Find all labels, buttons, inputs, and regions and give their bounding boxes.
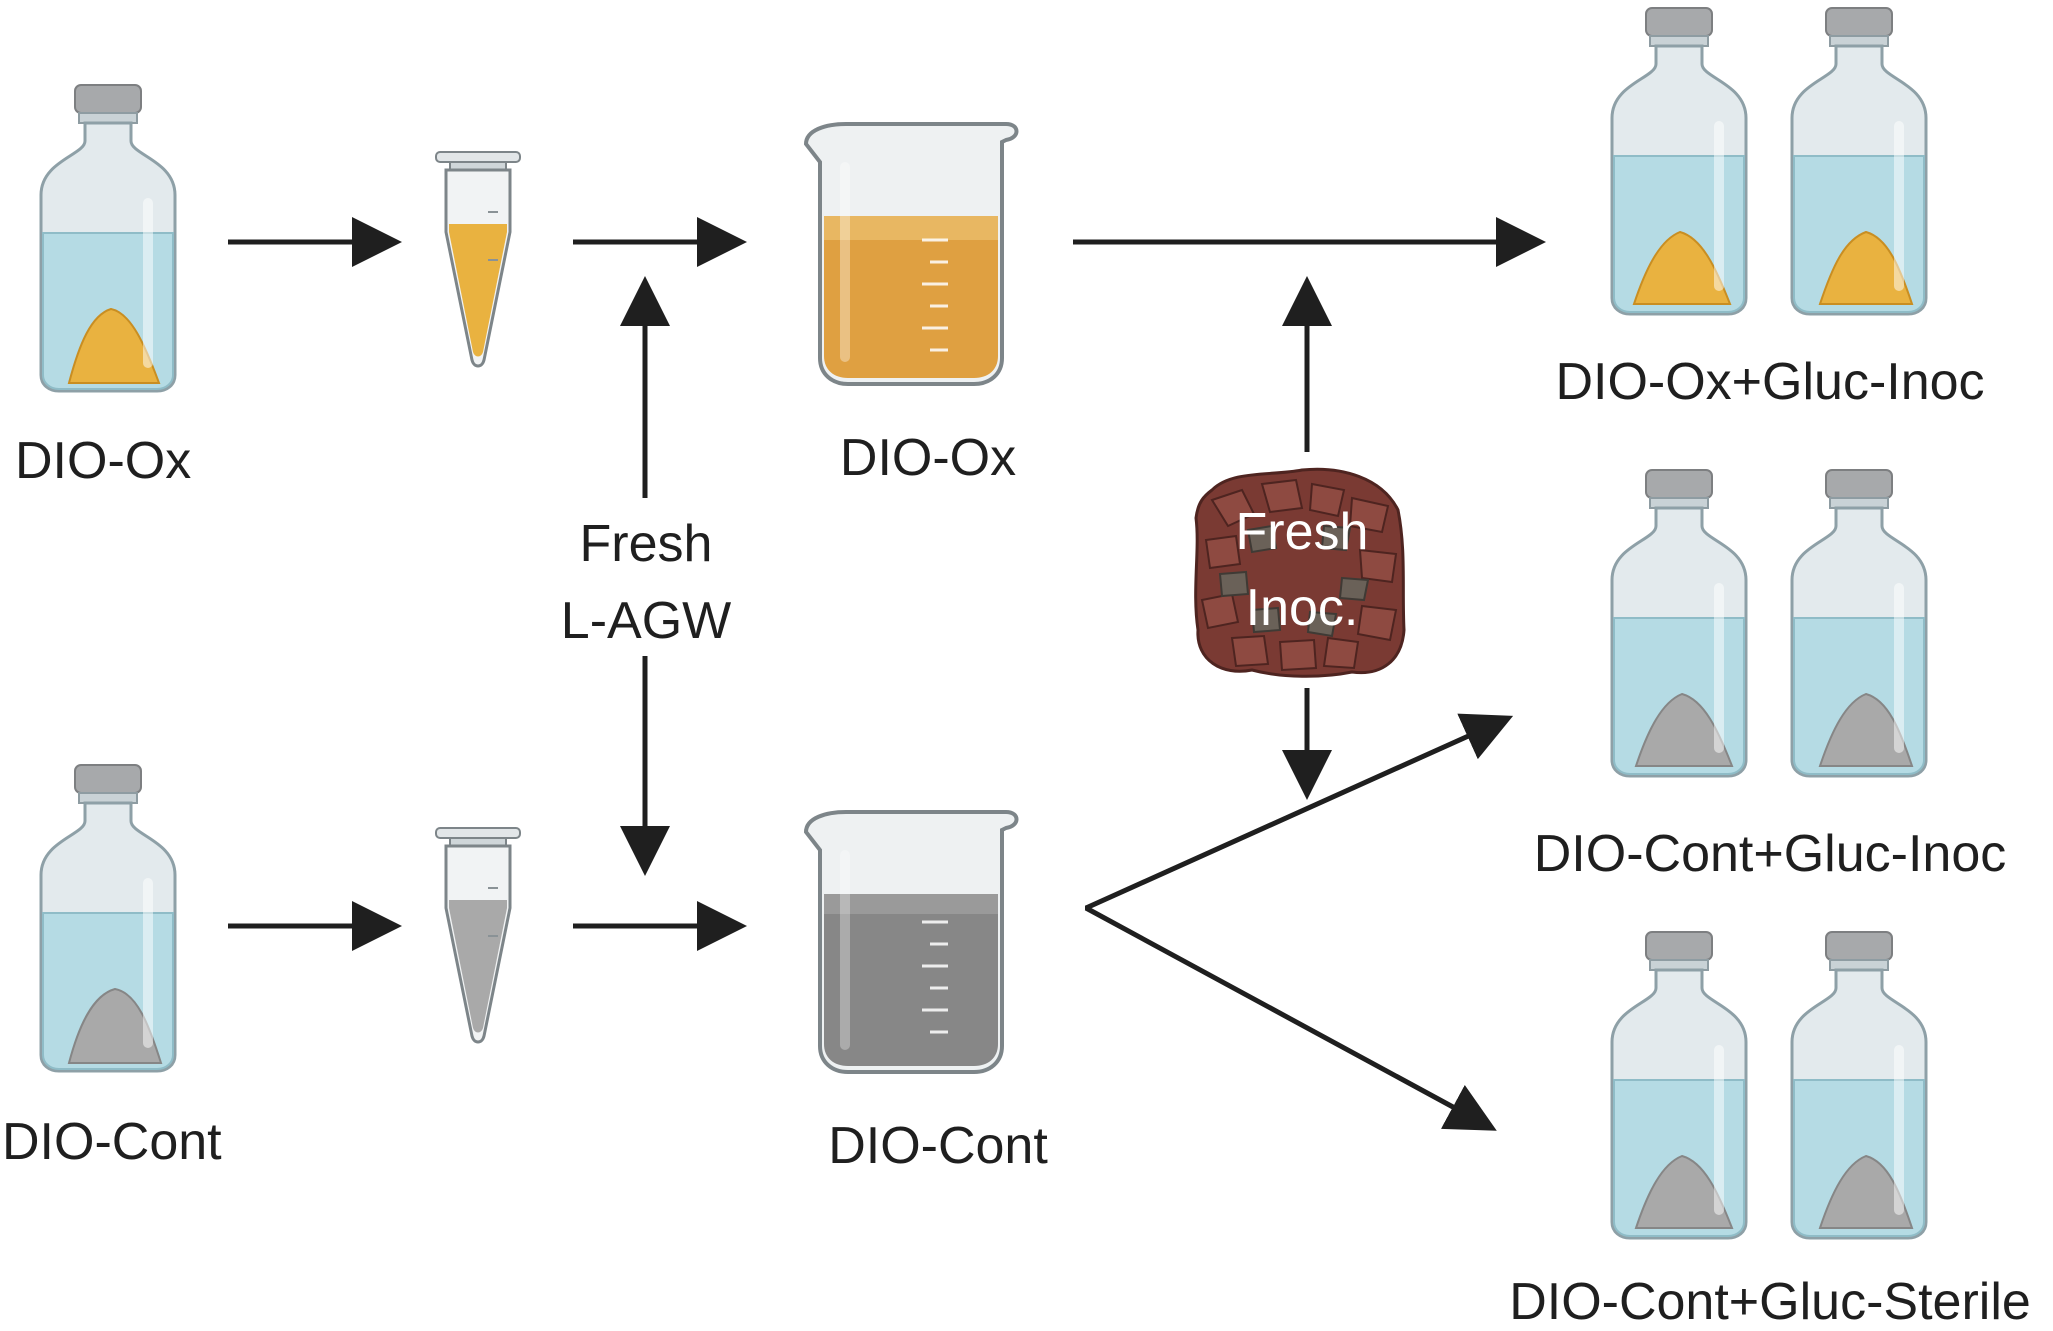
label-fresh-lagw-line2: L-AGW (560, 592, 732, 650)
bottle-dio-cont-source (39, 763, 177, 1073)
arrow-cont-to-gluc-inoc (1084, 713, 1514, 911)
tube-dio-ox (435, 151, 521, 368)
result-bottle-ox-2 (1790, 6, 1928, 316)
label-beaker-dio-ox: DIO-Ox (839, 429, 1017, 487)
bottle-dio-ox-source (39, 83, 177, 393)
arrows (228, 217, 1546, 1131)
label-result-cont-gluc-inoc: DIO-Cont+Gluc-Inoc (1533, 825, 2007, 883)
label-bottle-dio-cont: DIO-Cont (2, 1113, 222, 1171)
arrow-cont-to-gluc-sterile (1084, 905, 1497, 1131)
result-bottle-cont-inoc-2 (1790, 468, 1928, 778)
label-fresh-lagw-line1: Fresh (579, 515, 713, 573)
label-beaker-dio-cont: DIO-Cont (828, 1117, 1048, 1175)
label-bottle-dio-ox: DIO-Ox (15, 432, 192, 490)
beaker-dio-ox (803, 122, 1019, 386)
tube-dio-cont (435, 827, 521, 1044)
beaker-dio-cont (803, 810, 1019, 1074)
result-bottle-cont-inoc-1 (1610, 468, 1748, 778)
label-result-cont-gluc-sterile: DIO-Cont+Gluc-Sterile (1509, 1273, 2031, 1331)
inoculum-cluster (1194, 467, 1406, 678)
label-fresh-inoc-line1: Fresh (1235, 503, 1369, 561)
result-bottle-ox-1 (1610, 6, 1748, 316)
label-result-ox-gluc-inoc: DIO-Ox+Gluc-Inoc (1555, 353, 1985, 411)
label-fresh-inoc-line2: Inoc. (1245, 579, 1359, 637)
result-bottle-cont-sterile-1 (1610, 930, 1748, 1240)
cont-sediment (67, 987, 163, 1064)
result-bottle-cont-sterile-2 (1790, 930, 1928, 1240)
